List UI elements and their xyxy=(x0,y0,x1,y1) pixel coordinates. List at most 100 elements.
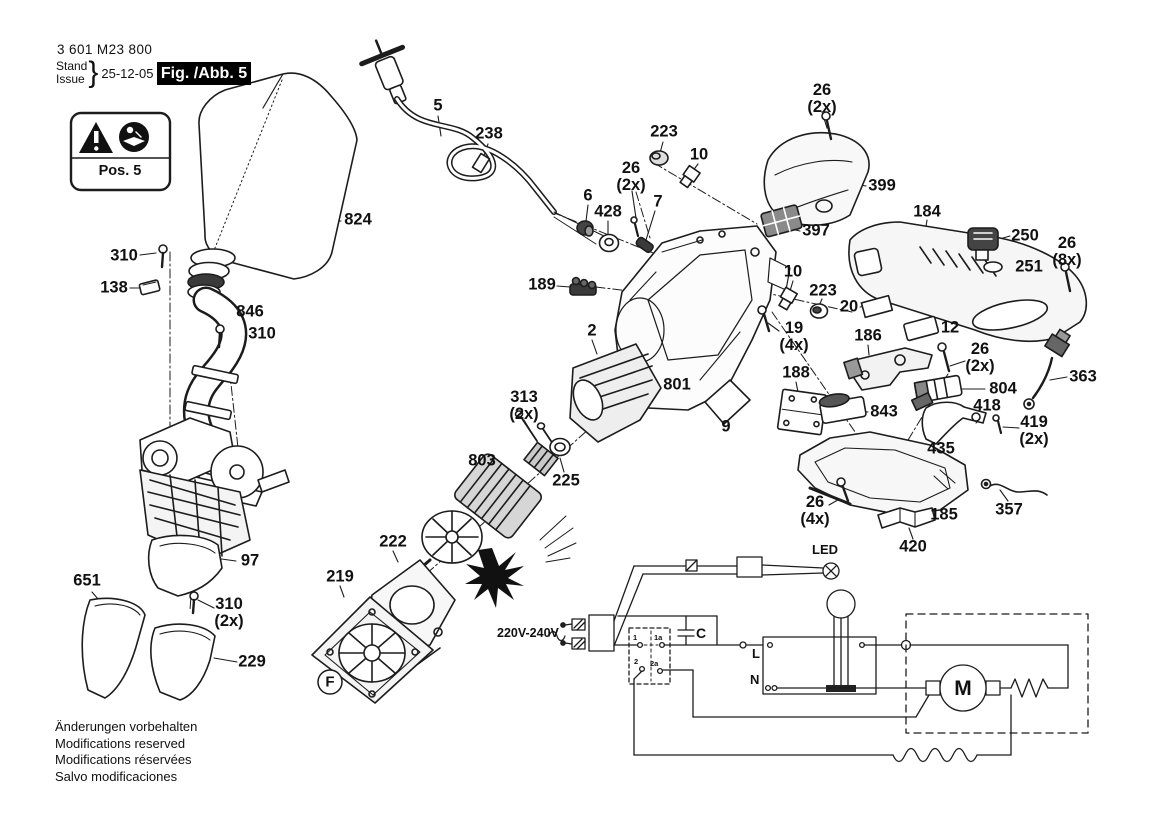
part-label-223: 223 xyxy=(650,122,678,141)
chute-97 xyxy=(147,534,223,597)
armature-803 xyxy=(407,441,577,580)
screw-26-8x xyxy=(1060,262,1072,293)
motor-dashed-box xyxy=(905,613,1089,734)
part-label-20: 20 xyxy=(839,297,859,316)
revision-block: Stand Issue } 25-12-05 xyxy=(56,56,153,89)
lever-418 xyxy=(910,391,987,445)
stand-label: Stand xyxy=(56,59,88,73)
part-label-10: 10 xyxy=(689,145,709,164)
screw-26-4x xyxy=(836,477,850,503)
plate-20 xyxy=(860,294,894,319)
power-cord-5 xyxy=(359,39,605,245)
cord-end-art xyxy=(465,548,524,608)
neutral-label: N xyxy=(750,672,760,687)
part-label-435: 435 xyxy=(927,439,955,458)
cap-223-top xyxy=(649,150,669,166)
motor-symbol xyxy=(939,664,987,712)
switch-843 xyxy=(818,393,867,424)
part-label-846: 846 xyxy=(236,302,264,321)
connector-10-top xyxy=(679,164,701,189)
part-label-5: 5 xyxy=(433,96,443,115)
o-ring-251 xyxy=(983,261,1003,273)
part-label-310: 310 xyxy=(110,246,138,265)
dust-bag-824 xyxy=(187,72,358,300)
screw-26-small xyxy=(630,216,640,238)
part-label-223: 223 xyxy=(809,281,837,300)
part-label-843: 843 xyxy=(870,402,898,421)
part-label-188: 188 xyxy=(782,363,810,382)
part-label-803: 803 xyxy=(468,451,496,470)
part-label-399: 399 xyxy=(868,176,896,195)
voltage-label: 220V-240V xyxy=(497,626,559,640)
part-label-363: 363 xyxy=(1069,367,1097,386)
document-number: 3 601 M23 800 xyxy=(57,42,153,57)
part-label-310: 310(2x) xyxy=(214,595,244,630)
part-label-397: 397 xyxy=(802,221,830,240)
gearbox-assembly xyxy=(139,417,290,561)
part-label-9: 9 xyxy=(721,417,731,436)
clip-138 xyxy=(138,279,161,296)
terminal-2a-label: 2a xyxy=(650,659,659,668)
part-label-184: 184 xyxy=(913,202,941,221)
terminal-1a-label: 1a xyxy=(654,633,663,642)
part-label-26: 26(8x) xyxy=(1052,234,1082,269)
electronics-module xyxy=(762,636,877,695)
part-label-824: 824 xyxy=(344,210,372,229)
figure-label: Fig. /Abb. 5 xyxy=(157,62,251,85)
part-label-428: 428 xyxy=(594,202,622,221)
part-label-801: 801 xyxy=(663,375,691,394)
brush-holder-189 xyxy=(569,276,597,296)
part-label-420: 420 xyxy=(899,537,927,556)
top-housing-184 xyxy=(848,221,1088,343)
part-label-229: 229 xyxy=(238,652,266,671)
wire-363 xyxy=(1023,328,1071,410)
part-label-189: 189 xyxy=(528,275,556,294)
screws-310-138 xyxy=(138,244,225,615)
part-label-418: 418 xyxy=(973,396,1001,415)
part-label-804: 804 xyxy=(989,379,1017,398)
terminal-2-label: 2 xyxy=(634,657,639,666)
brace-glyph: } xyxy=(88,56,99,89)
part-label-186: 186 xyxy=(854,326,882,345)
part-label-26: 26(2x) xyxy=(616,159,646,194)
ring-428 xyxy=(598,233,620,253)
part-label-26: 26(4x) xyxy=(800,493,830,528)
bearing-225 xyxy=(549,437,571,457)
connector-10-right xyxy=(778,286,798,311)
label-plate-9 xyxy=(704,379,751,425)
part-label-250: 250 xyxy=(1011,226,1039,245)
bracket-420 xyxy=(877,507,936,529)
part-label-222: 222 xyxy=(379,532,407,551)
clip-7 xyxy=(635,236,654,254)
screw-419 xyxy=(992,414,1003,435)
capacitor-label: C xyxy=(696,625,707,641)
cable-tie-238 xyxy=(471,152,491,174)
part-label-310: 310 xyxy=(248,324,276,343)
part-label-26: 26(2x) xyxy=(807,81,837,116)
part-label-225: 225 xyxy=(552,471,580,490)
pos-label: Pos. 5 xyxy=(98,163,142,179)
part-label-19: 19(4x) xyxy=(779,319,809,354)
part-label-313: 313(2x) xyxy=(509,388,539,423)
view-marker-label: F xyxy=(325,673,335,691)
lever-186 xyxy=(843,347,933,391)
footer-note-line: Änderungen vorbehalten xyxy=(55,719,198,734)
live-label: L xyxy=(752,646,760,661)
grommet-6 xyxy=(576,220,594,237)
part-label-26: 26(2x) xyxy=(965,340,995,375)
deflector-651 xyxy=(81,597,146,699)
part-label-138: 138 xyxy=(100,278,128,297)
cap-223-right xyxy=(809,303,829,319)
screw-26-right xyxy=(937,342,951,373)
bottom-shell-185 xyxy=(797,431,969,516)
screw-19 xyxy=(757,305,771,333)
part-label-2: 2 xyxy=(587,321,597,340)
footer-note-line: Modifications reserved xyxy=(55,735,186,751)
deflector-229 xyxy=(150,623,216,701)
terminal-1-label: 1 xyxy=(633,633,638,642)
part-label-97: 97 xyxy=(240,551,260,570)
